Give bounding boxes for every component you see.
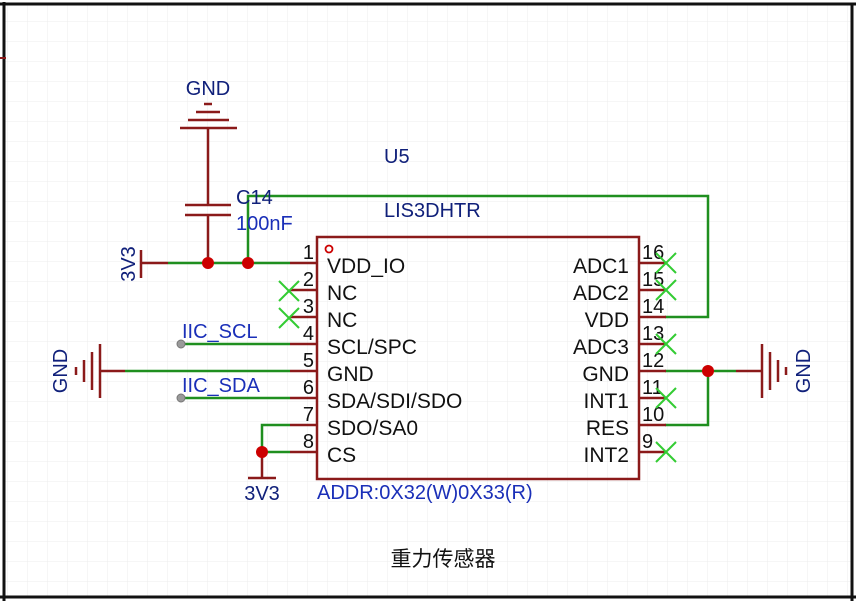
pin-name: SCL/SPC	[327, 336, 417, 359]
pin-name: RES	[586, 417, 629, 440]
pin-left-8[interactable]: 8CS	[290, 431, 356, 467]
sheet-title: 重力传感器	[391, 547, 496, 571]
pin-number: 6	[303, 377, 314, 399]
gnd-right-symbol	[736, 344, 788, 398]
pin-number: 15	[642, 269, 664, 291]
pin-left-2[interactable]: 2NC	[290, 269, 357, 305]
pin-name: ADC2	[573, 282, 629, 305]
wire-vdd-loop[interactable]	[246, 194, 710, 319]
net-endpoint-sda[interactable]	[176, 393, 186, 403]
gnd-top-symbol	[180, 102, 237, 205]
no-connect-pin11	[655, 387, 677, 409]
pin-number: 16	[642, 242, 664, 264]
pin-name: SDO/SA0	[327, 417, 418, 440]
pin-number: 4	[303, 323, 314, 345]
pin-name: CS	[327, 444, 356, 467]
pin-name: SDA/SDI/SDO	[327, 390, 462, 413]
pin-number: 3	[303, 296, 314, 318]
capacitor-c14-symbol[interactable]	[185, 203, 231, 263]
pin-number: 11	[642, 377, 663, 399]
pin-name: VDD_IO	[327, 255, 405, 278]
no-connect-pin15	[655, 279, 677, 301]
grid	[4, 4, 852, 596]
pin-name: VDD	[585, 309, 629, 332]
pin-name: INT1	[583, 390, 629, 413]
pin-number: 7	[303, 404, 314, 426]
no-connect-pin2	[278, 280, 300, 302]
pin-number: 8	[303, 431, 314, 453]
junction-gnd-right	[702, 365, 714, 377]
pin-name: INT2	[583, 444, 629, 467]
left-pin-group: 1VDD_IO2NC3NC4SCL/SPC5GND6SDA/SDI/SDO7SD…	[290, 242, 462, 467]
net-label-iic-sda[interactable]: IIC_SDA	[182, 375, 260, 397]
capacitor-value: 100nF	[236, 213, 293, 235]
pin-number: 10	[642, 404, 664, 426]
wire-sa0-cs[interactable]	[260, 423, 290, 454]
pin-number: 13	[642, 323, 664, 345]
pin-name: GND	[582, 363, 629, 386]
no-connect-pin13	[655, 333, 677, 355]
pin-name: ADC3	[573, 336, 629, 359]
pin-name: GND	[327, 363, 374, 386]
net-3v3-left-label: 3V3	[118, 246, 140, 282]
wires	[125, 194, 736, 454]
pin-number: 12	[642, 350, 664, 372]
net-3v3-bottom-label: 3V3	[244, 483, 280, 505]
junction-vdd	[242, 257, 254, 269]
pin-name: ADC1	[573, 255, 629, 278]
net-label-iic-scl[interactable]: IIC_SCL	[182, 321, 258, 343]
pin1-marker	[324, 244, 334, 254]
right-pin-group: 16ADC115ADC214VDD13ADC312GND11INT110RES9…	[573, 242, 666, 467]
designator-u5: U5	[384, 146, 410, 168]
wire-res[interactable]	[665, 371, 710, 427]
pin-number: 9	[642, 431, 653, 453]
no-connect-pin9	[655, 441, 677, 463]
no-connect-pin16	[655, 252, 677, 274]
gnd-left-symbol	[74, 344, 125, 398]
part-number: LIS3DHTR	[384, 200, 481, 222]
address-note: ADDR:0X32(W)0X33(R)	[317, 482, 533, 504]
designator-c14: C14	[236, 187, 273, 209]
pin-number: 1	[303, 242, 314, 264]
pin-name: NC	[327, 282, 357, 305]
net-endpoint-scl[interactable]	[176, 339, 186, 349]
pin-name: NC	[327, 309, 357, 332]
pin-left-3[interactable]: 3NC	[290, 296, 357, 332]
junctions	[202, 257, 714, 458]
net-gnd-right-label: GND	[793, 349, 815, 393]
junction-cs	[256, 446, 268, 458]
no-connect-pin3	[278, 307, 300, 329]
net-gnd-top-label: GND	[186, 78, 230, 100]
power-3v3-left-symbol	[139, 250, 168, 278]
pin-number: 5	[303, 350, 314, 372]
pin-number: 14	[642, 296, 664, 318]
pin-number: 2	[303, 269, 314, 291]
junction-cap	[202, 257, 214, 269]
ic-u5-body[interactable]	[315, 235, 641, 481]
no-connect-marks	[278, 252, 677, 463]
net-gnd-left-label: GND	[50, 349, 72, 393]
